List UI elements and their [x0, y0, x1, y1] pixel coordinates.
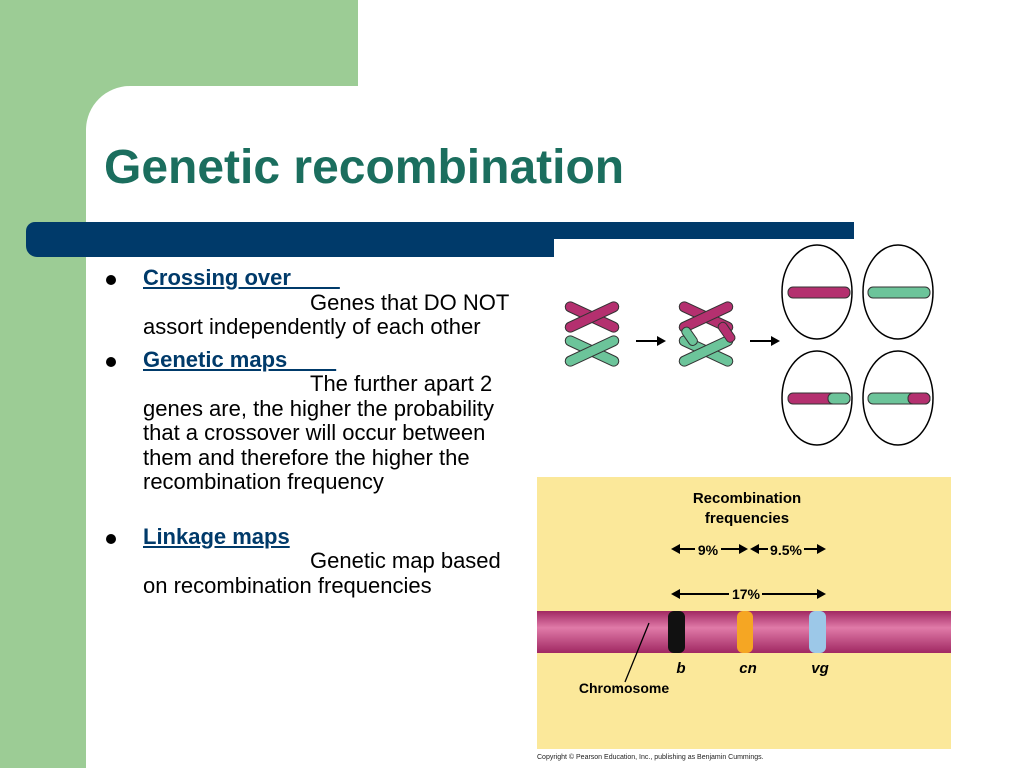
chromosome-label: Chromosome [579, 680, 669, 696]
homologous-pair-icon [564, 301, 620, 367]
gamete-cell-icon [862, 244, 934, 340]
gene-marker-b [668, 611, 685, 653]
frequency-arrow-b-vg: 17% [671, 586, 826, 602]
bullet-linkage-maps: Linkage maps Genetic map based on recomb… [104, 523, 514, 599]
frequency-label-b-cn: 9% [698, 542, 719, 558]
figure-heading-line1: Recombination [693, 490, 801, 507]
linkage-map-panel: Recombination frequencies 9% 9.5% 17% [537, 477, 951, 749]
bullet-description: Genetic map based on recombination frequ… [143, 548, 501, 598]
linkage-map-figure: Recombination frequencies 9% 9.5% 17% [537, 490, 951, 696]
bullet-dot-icon [106, 275, 116, 285]
bullet-term: Linkage maps [143, 523, 290, 549]
frequency-arrow-cn-vg: 9.5% [750, 542, 826, 558]
figure-heading-line2: frequencies [705, 510, 789, 527]
bullet-genetic-maps: Genetic maps The further apart 2 genes a… [104, 346, 514, 495]
arrow-icon [636, 336, 666, 346]
title-underline-bar [26, 222, 854, 239]
bullet-list: Crossing over Genes that DO NOT assort i… [104, 265, 514, 599]
copyright-notice: Copyright © Pearson Education, Inc., pub… [537, 754, 764, 761]
bullet-description: The further apart 2 genes are, the highe… [143, 371, 495, 494]
frequency-label-cn-vg: 9.5% [770, 542, 802, 558]
bullet-term: Crossing over [143, 265, 340, 290]
frequency-arrow-b-cn: 9% [671, 542, 748, 558]
title-underline-bar-lower [26, 236, 554, 257]
gene-marker-cn [737, 611, 753, 653]
bullet-description: Genes that DO NOT assort independently o… [143, 289, 509, 339]
gene-label-cn: cn [739, 660, 757, 677]
gamete-cell-icon [781, 350, 853, 446]
gene-label-vg: vg [811, 660, 829, 677]
bullet-dot-icon [106, 356, 116, 367]
gamete-cell-icon [862, 350, 934, 446]
chromosome-pointer-line [624, 622, 650, 683]
slide-title: Genetic recombination [104, 141, 625, 194]
arrow-icon [750, 336, 780, 346]
bullet-term: Genetic maps [143, 346, 337, 372]
gene-marker-vg [809, 611, 826, 653]
gamete-cell-icon [781, 244, 853, 340]
crossing-over-pair-icon [678, 301, 736, 367]
crossing-over-diagram [564, 244, 934, 446]
bullet-dot-icon [106, 533, 116, 544]
frequency-label-b-vg: 17% [732, 586, 761, 602]
bullet-crossing-over: Crossing over Genes that DO NOT assort i… [104, 265, 514, 340]
gene-label-b: b [676, 660, 685, 677]
